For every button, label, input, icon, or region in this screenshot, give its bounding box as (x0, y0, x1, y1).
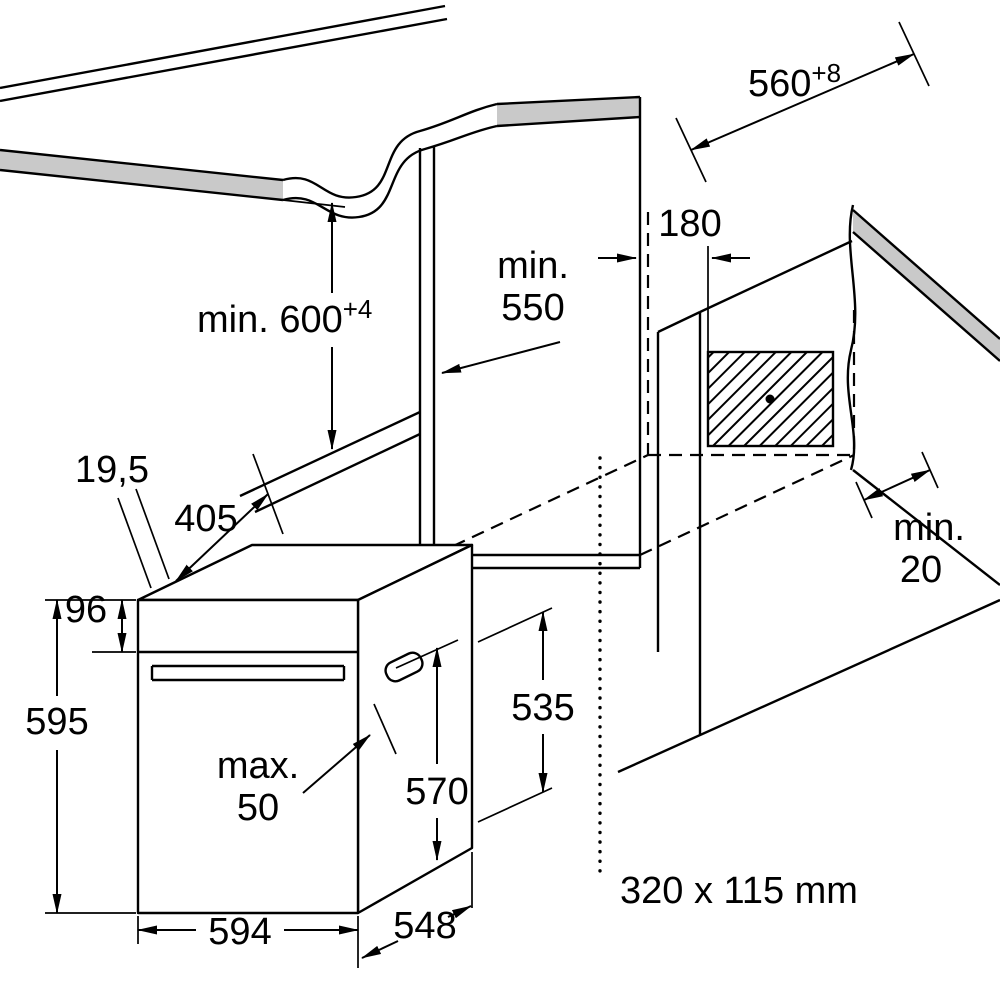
oven (136, 543, 474, 915)
side-recess-detail (384, 651, 424, 683)
dimension-control-panel-height: 96 (45, 589, 136, 653)
dimension-niche-min-depth: min. 550 (441, 245, 569, 374)
dimension-door-projection: max. 50 (217, 703, 397, 829)
vent-front-offset-label: 180 (658, 203, 721, 245)
dimension-top-rear-depth: 405 (174, 453, 284, 582)
dimension-worktop-height: min. 600+4 (197, 202, 372, 450)
hidden-floor-right-edge (639, 454, 855, 556)
vent-center-dot (765, 394, 775, 404)
hidden-floor-left-edge (433, 454, 649, 556)
dimension-vent-front-offset: 180 (598, 203, 750, 263)
niche-depth-label: 560+8 (748, 58, 841, 105)
cabinet-niche (239, 117, 856, 570)
rear-wall-gap-label-2: 20 (900, 549, 942, 591)
right-side-panel (617, 239, 1000, 774)
door-projection-label-2: 50 (237, 787, 279, 829)
vent-cutout-size-label: 320 x 115 mm (620, 870, 858, 912)
worktop-height-label: min. 600+4 (197, 294, 372, 341)
dimension-appliance-height: 595 (25, 599, 136, 914)
dimension-niche-depth: 560+8 (675, 21, 930, 183)
body-height-label: 570 (405, 771, 468, 813)
dimension-appliance-width: 594 (137, 911, 359, 968)
rear-body-height-label: 535 (511, 687, 574, 729)
appliance-height-label: 595 (25, 701, 88, 743)
rear-wall (706, 204, 1000, 586)
appliance-depth-label: 548 (393, 905, 456, 947)
vent-cutout-callout: 320 x 115 mm (598, 456, 858, 912)
door-projection-label-1: max. (217, 745, 299, 787)
rear-wall-break (846, 204, 857, 471)
appliance-width-label: 594 (208, 911, 271, 953)
niche-min-depth-label-1: min. (497, 245, 569, 287)
worktop-break-top (282, 102, 498, 199)
niche-min-depth-label-2: 550 (501, 287, 564, 329)
dimension-body-height: 570 (395, 639, 469, 861)
top-rear-offset-label: 19,5 (75, 449, 149, 491)
dimension-rear-wall-gap: min. 20 (855, 451, 965, 591)
worktop-break-bottom (282, 124, 498, 219)
oven-right-face (356, 543, 474, 915)
dimension-top-rear-offset: 19,5 (75, 449, 170, 589)
top-rear-depth-label: 405 (174, 498, 237, 540)
control-panel-height-label: 96 (65, 589, 107, 631)
dimension-appliance-depth: 548 (361, 852, 473, 959)
rear-wall-gap-label-1: min. (893, 507, 965, 549)
worktop-left (0, 4, 642, 219)
dimension-rear-body-height: 535 (477, 607, 575, 823)
